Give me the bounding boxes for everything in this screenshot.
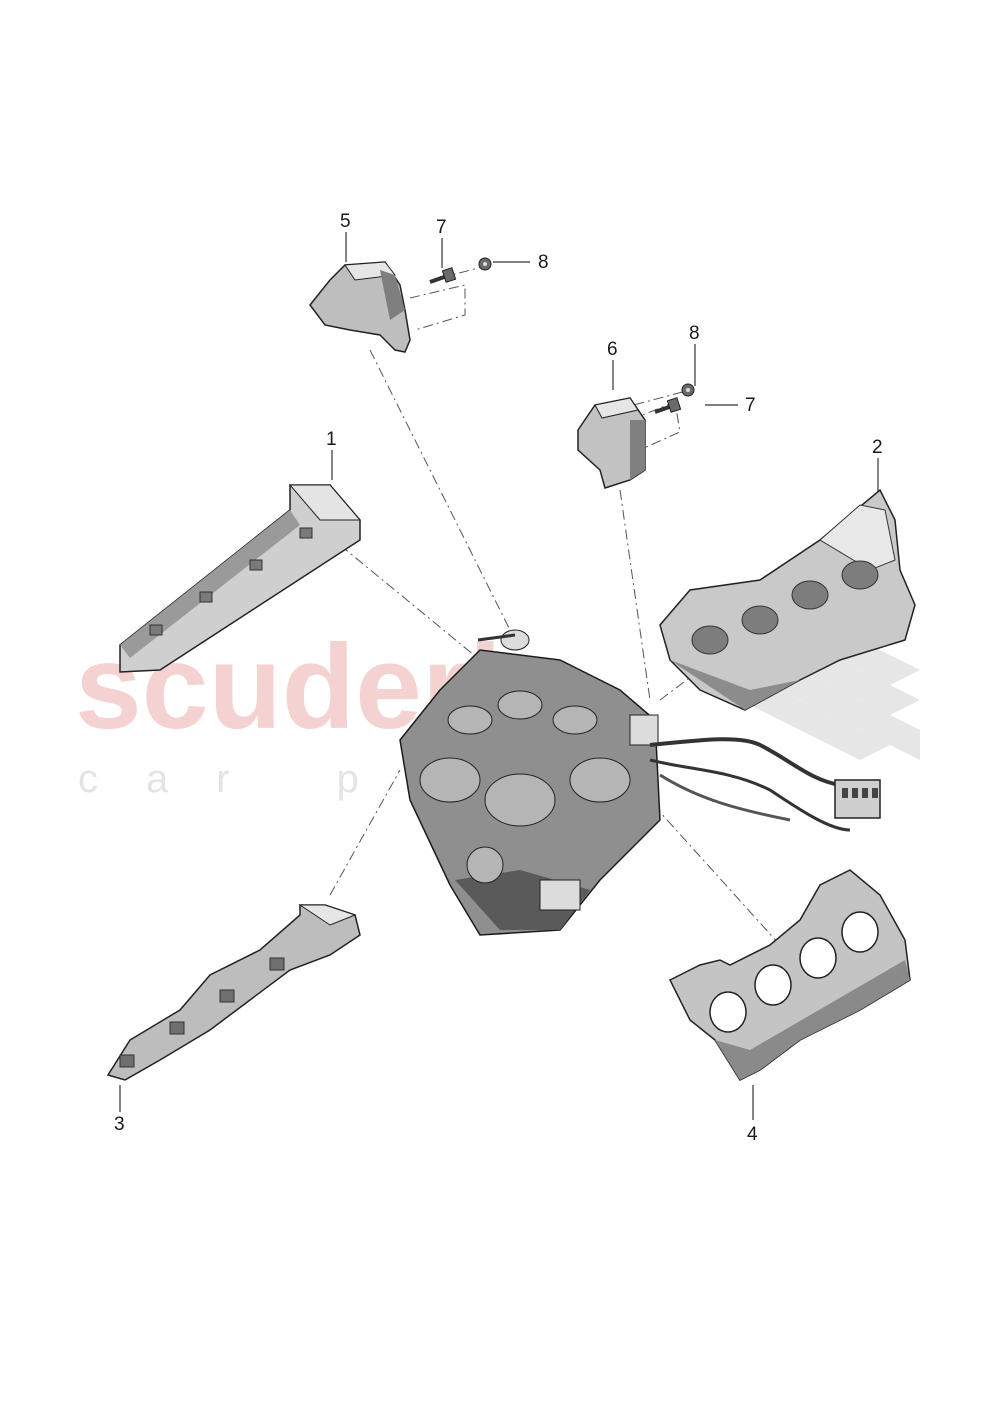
callout-1: 1	[326, 429, 337, 450]
callout-7-right: 7	[745, 395, 756, 416]
part-cover-left-long	[119, 484, 362, 673]
part-intake-manifold-plate	[668, 869, 911, 1081]
callout-2: 2	[872, 437, 883, 458]
engine-assembly	[399, 629, 881, 936]
callout-8-right: 8	[689, 323, 700, 344]
callout-8-upper: 8	[538, 252, 549, 273]
part-cover-right	[659, 488, 916, 711]
callout-4: 4	[747, 1124, 758, 1145]
watermark-checker	[740, 625, 920, 760]
part-rail-left-lower	[106, 904, 361, 1081]
callout-3: 3	[114, 1114, 125, 1135]
bolt-icon	[429, 267, 682, 414]
callout-6: 6	[607, 339, 618, 360]
part-bracket-upper	[309, 261, 411, 353]
watermark-tagline: car p	[78, 757, 407, 801]
part-bracket-right	[577, 397, 646, 489]
callout-7-upper: 7	[436, 217, 447, 238]
leader-lines	[329, 264, 781, 946]
callout-5: 5	[340, 211, 351, 232]
callout-labels: 1 2 3 4 5 6 7 7 8 8	[114, 211, 883, 1145]
nut-icon	[478, 257, 695, 397]
callout-pointers	[119, 232, 879, 1120]
